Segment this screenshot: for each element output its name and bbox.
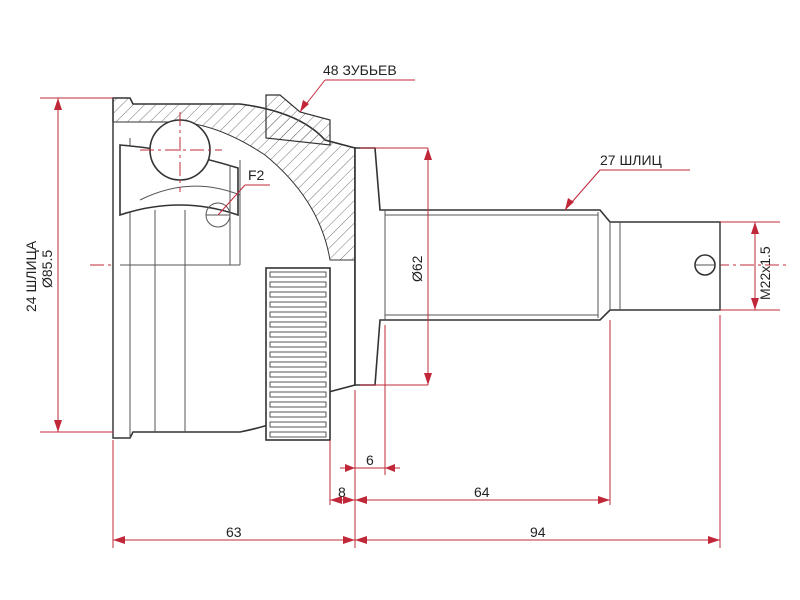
abs-tooth — [269, 381, 327, 388]
abs-tooth — [269, 401, 327, 408]
label-shaft-diameter: Ø62 — [409, 255, 425, 282]
label-thread: M22x1.5 — [757, 246, 773, 300]
abs-tooth — [269, 311, 327, 318]
label-24-splines: 24 ШЛИЦА — [23, 240, 39, 312]
abs-tooth — [269, 291, 327, 298]
label-f2: F2 — [248, 167, 265, 183]
label-27-splines: 27 ШЛИЦ — [600, 152, 663, 168]
label-dim-94: 94 — [530, 524, 546, 540]
label-outer-diameter: Ø85.5 — [39, 250, 55, 288]
abs-ring — [265, 94, 331, 441]
label-dim-8: 8 — [338, 484, 346, 500]
label-48-teeth: 48 ЗУБЬЕВ — [323, 62, 397, 78]
abs-tooth — [269, 371, 327, 378]
abs-tooth — [269, 301, 327, 308]
abs-tooth — [269, 341, 327, 348]
abs-tooth — [269, 321, 327, 328]
abs-tooth — [269, 391, 327, 398]
abs-tooth — [269, 421, 327, 428]
abs-tooth — [269, 331, 327, 338]
abs-tooth — [269, 411, 327, 418]
label-dim-6: 6 — [366, 452, 374, 468]
label-dim-64: 64 — [474, 484, 490, 500]
abs-tooth — [269, 361, 327, 368]
abs-tooth — [269, 431, 327, 438]
abs-tooth — [269, 271, 327, 278]
abs-tooth — [269, 351, 327, 358]
dimensions — [40, 79, 780, 548]
label-dim-63: 63 — [226, 524, 242, 540]
ball — [140, 112, 222, 192]
abs-tooth — [269, 281, 327, 288]
